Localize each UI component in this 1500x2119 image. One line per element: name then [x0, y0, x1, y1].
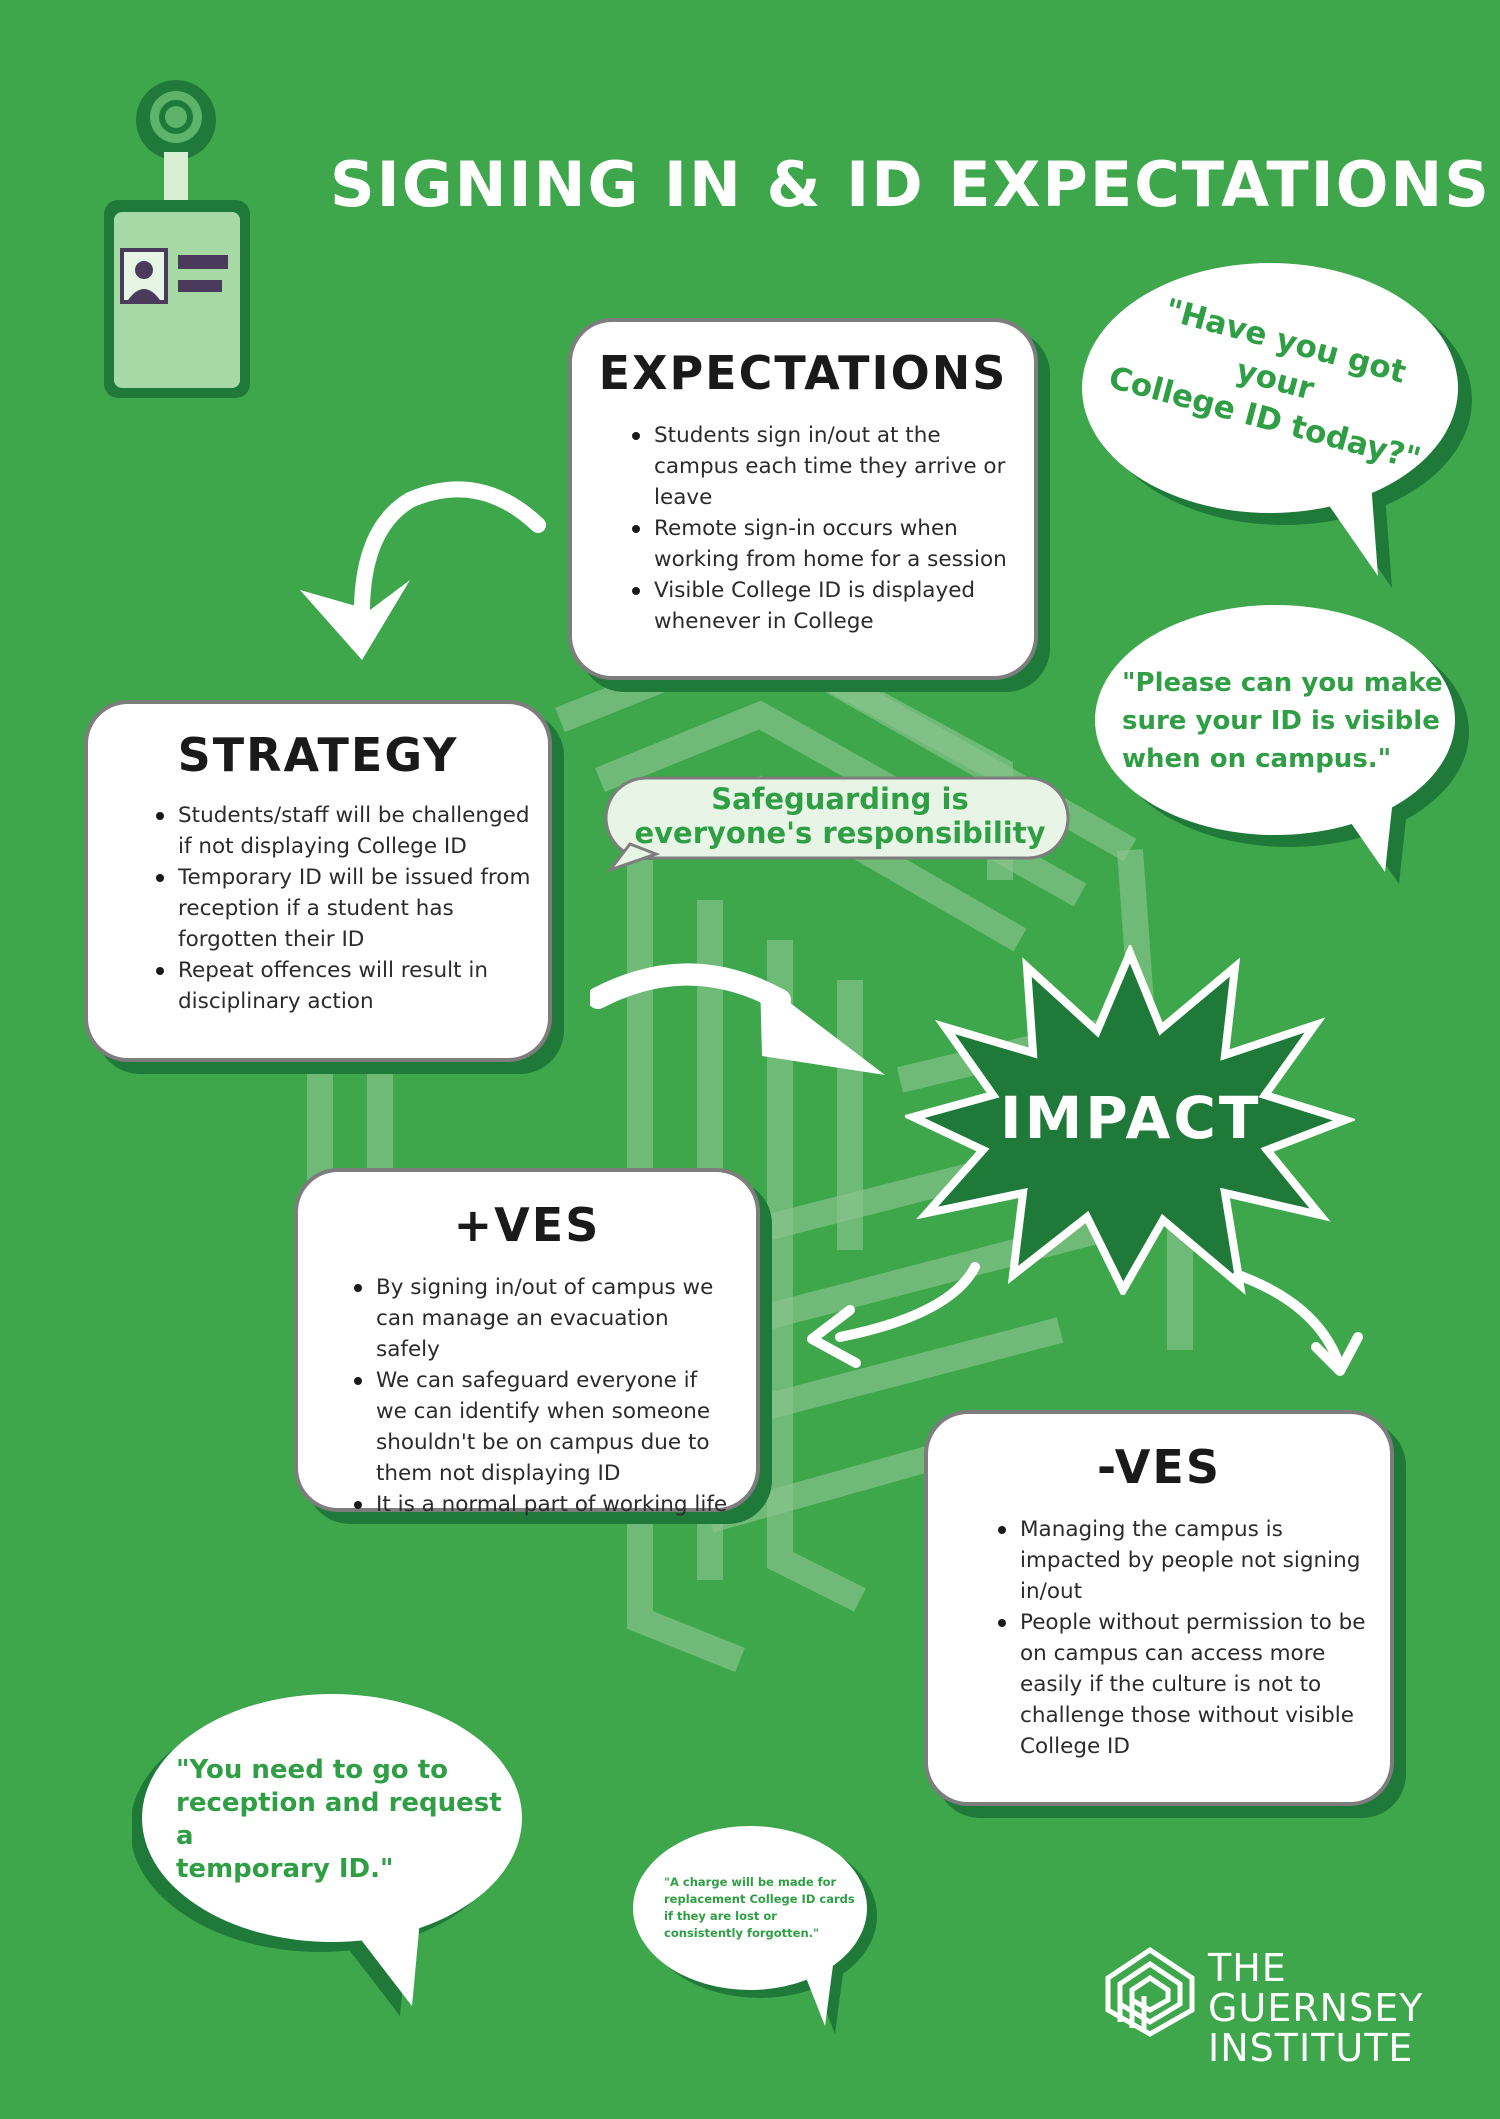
strategy-item: Temporary ID will be issued from recepti… — [156, 862, 534, 955]
speech-bubble-charge — [633, 1826, 877, 2034]
expectations-item: Remote sign-in occurs when working from … — [632, 513, 1014, 575]
negatives-item: People without permission to be on campu… — [998, 1607, 1368, 1762]
arrow-to-negatives-icon — [1233, 1270, 1363, 1376]
positives-item: We can safeguard everyone if we can iden… — [354, 1365, 734, 1489]
speech-bubble-reception — [132, 1694, 522, 2016]
expectations-card: EXPECTATIONS Students sign in/out at the… — [568, 318, 1038, 680]
negatives-heading: -VES — [1097, 1440, 1221, 1494]
positives-heading: +VES — [453, 1198, 601, 1252]
logo-text: THE GUERNSEY INSTITUTE — [1208, 1946, 1424, 2070]
safeguarding-text: Safeguarding is everyone's responsibilit… — [634, 782, 1046, 850]
expectations-item: Visible College ID is displayed whenever… — [632, 575, 1014, 637]
curved-arrow-icon — [300, 481, 546, 660]
strategy-item: Repeat offences will result in disciplin… — [156, 955, 534, 1017]
speech-bubble-visible-id — [1095, 605, 1469, 884]
strategy-list: Students/staff will be challenged if not… — [88, 800, 548, 1017]
id-badge-icon — [104, 80, 250, 398]
strategy-card: STRATEGY Students/staff will be challeng… — [84, 700, 552, 1062]
positives-card: +VES By signing in/out of campus we can … — [294, 1168, 760, 1517]
curved-arrow-impact-icon — [590, 963, 885, 1075]
positives-list: By signing in/out of campus we can manag… — [298, 1272, 756, 1520]
impact-label: IMPACT — [1000, 1084, 1262, 1152]
negatives-card: -VES Managing the campus is impacted by … — [924, 1410, 1394, 1806]
safeguarding-pill — [604, 776, 1070, 874]
quote-visible-id: "Please can you make sure your ID is vis… — [1122, 668, 1443, 774]
speech-bubble-college-id — [1082, 263, 1472, 588]
quote-charge: "A charge will be made for replacement C… — [664, 1875, 855, 1940]
strategy-heading: STRATEGY — [177, 728, 459, 782]
quote-reception: "You need to go to reception and request… — [176, 1755, 502, 1884]
expectations-item: Students sign in/out at the campus each … — [632, 420, 1014, 513]
expectations-list: Students sign in/out at the campus each … — [572, 420, 1034, 637]
page-title: SIGNING IN & ID EXPECTATIONS — [330, 148, 1491, 221]
negatives-list: Managing the campus is impacted by peopl… — [928, 1514, 1390, 1762]
expectations-heading: EXPECTATIONS — [598, 346, 1008, 400]
positives-item: By signing in/out of campus we can manag… — [354, 1272, 734, 1365]
arrow-to-positives-icon — [807, 1262, 980, 1368]
positives-item: It is a normal part of working life — [354, 1489, 734, 1520]
negatives-item: Managing the campus is impacted by peopl… — [998, 1514, 1368, 1607]
strategy-item: Students/staff will be challenged if not… — [156, 800, 534, 862]
guernsey-institute-logo-icon — [1105, 1946, 1195, 2037]
impact-starburst — [905, 945, 1355, 1295]
